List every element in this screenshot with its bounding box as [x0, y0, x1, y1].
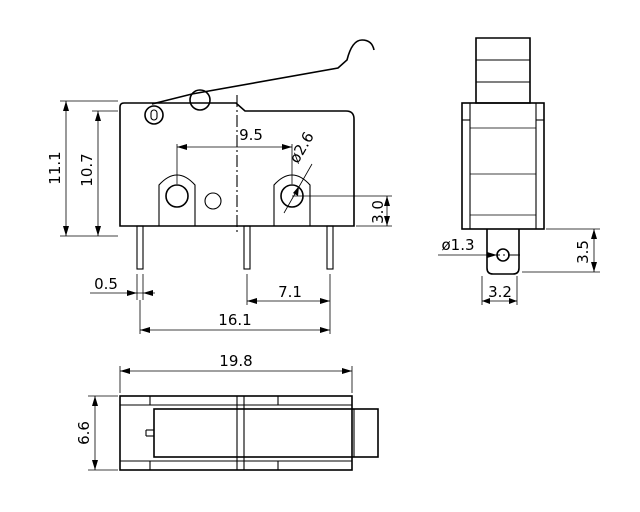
switch-body [119, 102, 355, 227]
small-post [204, 192, 222, 210]
dim-hole-diameter: ø2.6 [286, 129, 318, 167]
dim-length: 19.8 [219, 352, 252, 370]
pin-left [136, 225, 144, 270]
lever-pivot [144, 105, 164, 125]
dim-terminal-width: 3.2 [488, 283, 512, 301]
dim-hole-offset: 3.0 [369, 200, 387, 224]
dim-hole-spacing: 9.5 [239, 126, 263, 144]
bottom-plunger [153, 408, 379, 458]
dim-terminal-length: 3.5 [574, 240, 592, 264]
lever-arm [151, 39, 375, 105]
mounting-hole-left [165, 184, 189, 208]
lever-roller [189, 89, 211, 111]
plunger [475, 37, 531, 104]
dim-pin-span: 16.1 [218, 311, 251, 329]
pin-middle [243, 225, 251, 270]
side-body [461, 102, 545, 230]
front-view: 11.1 10.7 9.5 ø2.6 3.0 0.5 [46, 39, 392, 334]
pivot-slot [150, 109, 158, 121]
dim-pin-thickness: 0.5 [94, 275, 118, 293]
dim-pin-spacing: 7.1 [278, 283, 302, 301]
pin-right [326, 225, 334, 270]
bottom-body [119, 395, 353, 471]
bottom-view: 19.8 6.6 [75, 352, 379, 471]
dim-width: 6.6 [75, 421, 93, 445]
side-view: ø1.3 3.5 3.2 [438, 37, 600, 305]
dim-height-body: 10.7 [78, 153, 96, 186]
dim-height-total: 11.1 [46, 151, 64, 184]
terminal-tab [486, 229, 520, 275]
dim-terminal-hole: ø1.3 [441, 236, 474, 254]
